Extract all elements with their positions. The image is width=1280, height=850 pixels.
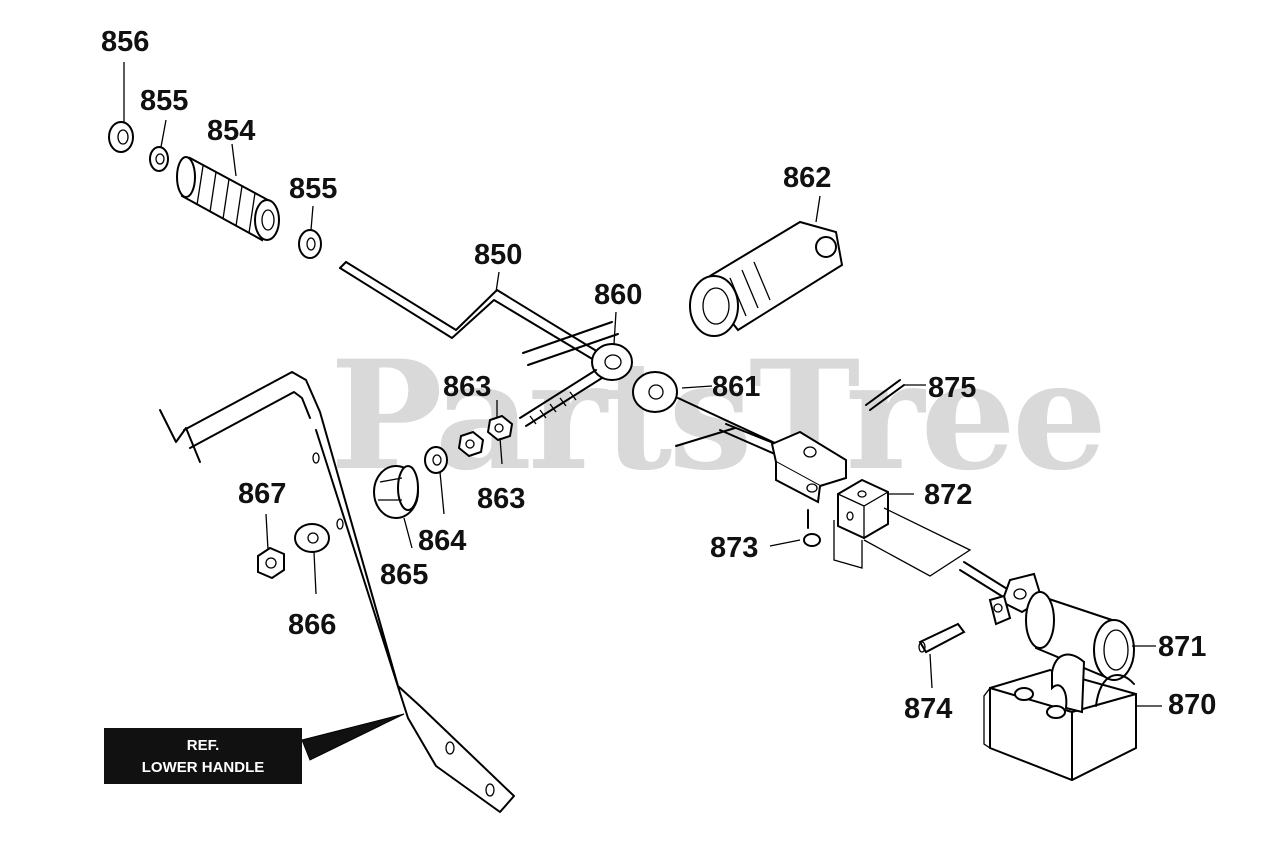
shaft-871 xyxy=(959,561,1135,681)
part-867-label: 867 xyxy=(238,478,286,510)
washer-855-lower xyxy=(298,229,322,259)
nut-863-a xyxy=(486,414,514,442)
ref-label-line1: REF. xyxy=(187,737,220,754)
part-854-label: 854 xyxy=(207,115,255,147)
part-873-label: 873 xyxy=(710,532,758,564)
part-labels: 856 855 854 855 850 862 860 861 875 863 … xyxy=(101,26,1216,725)
eyebolt-860 xyxy=(519,343,633,427)
washer-864 xyxy=(424,446,448,474)
part-863-label-upper: 863 xyxy=(443,371,491,403)
nut-867 xyxy=(257,546,285,580)
pin-874 xyxy=(918,622,966,654)
washer-866 xyxy=(294,523,330,553)
part-861-label: 861 xyxy=(712,371,760,403)
clevis-bracket xyxy=(770,430,847,504)
part-863-label-lower: 863 xyxy=(477,483,525,515)
part-864-label: 864 xyxy=(418,525,466,557)
part-871-label: 871 xyxy=(1158,631,1206,663)
clip-873 xyxy=(803,509,821,547)
grip-854 xyxy=(176,156,280,242)
part-862-label: 862 xyxy=(783,162,831,194)
nut-863-b xyxy=(457,430,485,458)
reference-callout: REF. LOWER HANDLE xyxy=(104,713,405,784)
mount-870 xyxy=(983,653,1137,782)
leader-lines xyxy=(123,62,1162,707)
part-850-label: 850 xyxy=(474,239,522,271)
washer-856 xyxy=(108,121,134,153)
part-860-label: 860 xyxy=(594,279,642,311)
washer-861 xyxy=(632,371,678,413)
washer-855-upper xyxy=(149,146,169,172)
part-855-label-upper: 855 xyxy=(140,85,188,117)
part-856-label: 856 xyxy=(101,26,149,58)
knob-865 xyxy=(373,465,419,519)
part-855-label-lower: 855 xyxy=(289,173,337,205)
shift-rod-850 xyxy=(339,261,619,367)
block-872 xyxy=(837,478,889,540)
part-875-label: 875 xyxy=(928,372,976,404)
part-872-label: 872 xyxy=(924,479,972,511)
sheet-outline xyxy=(833,507,972,577)
part-866-label: 866 xyxy=(288,609,336,641)
lower-handle xyxy=(159,371,515,813)
part-874-label: 874 xyxy=(904,693,952,725)
part-865-label: 865 xyxy=(380,559,428,591)
pin-875 xyxy=(865,379,905,411)
ref-label-line2: LOWER HANDLE xyxy=(142,759,265,776)
part-870-label: 870 xyxy=(1168,689,1216,721)
grip-862 xyxy=(689,220,844,337)
